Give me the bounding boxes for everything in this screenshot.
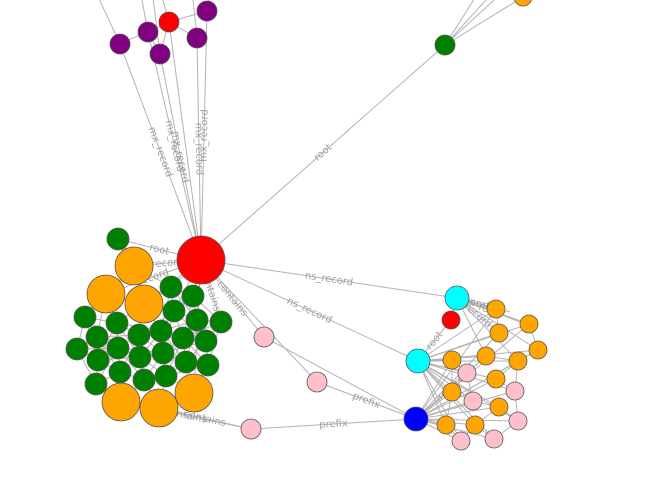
orange-node[interactable]	[487, 300, 505, 318]
node-layer	[66, 0, 547, 450]
green-node[interactable]	[155, 365, 177, 387]
hub-node[interactable]	[177, 236, 225, 284]
edge-label: prefix	[319, 418, 348, 431]
orange-node[interactable]	[509, 352, 527, 370]
purple-node[interactable]	[110, 34, 130, 54]
cyan-node[interactable]	[406, 349, 430, 373]
pink-node[interactable]	[485, 430, 503, 448]
orange-node[interactable]	[529, 341, 547, 359]
green-node[interactable]	[172, 327, 194, 349]
orange-node[interactable]	[443, 351, 461, 369]
green-node[interactable]	[129, 346, 151, 368]
edge-label: contains	[183, 409, 227, 429]
green-node[interactable]	[66, 338, 88, 360]
orange-node[interactable]	[87, 275, 125, 313]
orange-node[interactable]	[175, 374, 213, 412]
pink-node[interactable]	[458, 364, 476, 382]
orange-node[interactable]	[466, 416, 484, 434]
green-node[interactable]	[195, 330, 217, 352]
red-node[interactable]	[442, 311, 460, 329]
orange-node[interactable]	[490, 398, 508, 416]
orange-node[interactable]	[443, 383, 461, 401]
cyan-node[interactable]	[445, 286, 469, 310]
orange-node[interactable]	[520, 315, 538, 333]
purple-node[interactable]	[197, 1, 217, 21]
green-node[interactable]	[85, 373, 107, 395]
edge-label: ns_record	[304, 271, 354, 289]
purple-node[interactable]	[187, 28, 207, 48]
edge-label: prefix	[351, 391, 382, 411]
edge-label: root	[424, 329, 445, 352]
pink-node[interactable]	[241, 419, 261, 439]
pink-node[interactable]	[506, 382, 524, 400]
green-node[interactable]	[210, 311, 232, 333]
green-node[interactable]	[107, 337, 129, 359]
green-node[interactable]	[86, 326, 108, 348]
green-node[interactable]	[87, 349, 109, 371]
orange-node[interactable]	[514, 0, 532, 6]
green-node[interactable]	[175, 351, 197, 373]
green-node[interactable]	[128, 324, 150, 346]
orange-node[interactable]	[125, 285, 163, 323]
purple-node[interactable]	[138, 22, 158, 42]
green-node[interactable]	[107, 228, 129, 250]
green-node[interactable]	[186, 309, 208, 331]
green-node[interactable]	[133, 369, 155, 391]
pink-node[interactable]	[307, 372, 327, 392]
green-node[interactable]	[197, 354, 219, 376]
green-node[interactable]	[74, 306, 96, 328]
orange-node[interactable]	[490, 324, 508, 342]
edge-label: ns_record	[285, 296, 334, 326]
blue-node[interactable]	[404, 407, 428, 431]
orange-node[interactable]	[115, 247, 153, 285]
orange-node[interactable]	[477, 347, 495, 365]
orange-node[interactable]	[140, 389, 178, 427]
green-node[interactable]	[152, 342, 174, 364]
green-node[interactable]	[435, 35, 455, 55]
green-node[interactable]	[182, 285, 204, 307]
pink-node[interactable]	[464, 392, 482, 410]
purple-node[interactable]	[150, 44, 170, 64]
pink-node[interactable]	[452, 432, 470, 450]
pink-node[interactable]	[254, 327, 274, 347]
graph-edge	[445, 0, 505, 45]
green-node[interactable]	[109, 361, 131, 383]
green-node[interactable]	[160, 276, 182, 298]
orange-node[interactable]	[102, 383, 140, 421]
edge-label: mx_record	[198, 109, 210, 162]
orange-node[interactable]	[437, 416, 455, 434]
green-node[interactable]	[106, 312, 128, 334]
graph-edge	[445, 0, 523, 45]
red-node[interactable]	[159, 12, 179, 32]
green-node[interactable]	[150, 320, 172, 342]
green-node[interactable]	[163, 300, 185, 322]
orange-node[interactable]	[487, 370, 505, 388]
edge-label: root	[148, 242, 170, 258]
pink-node[interactable]	[509, 412, 527, 430]
